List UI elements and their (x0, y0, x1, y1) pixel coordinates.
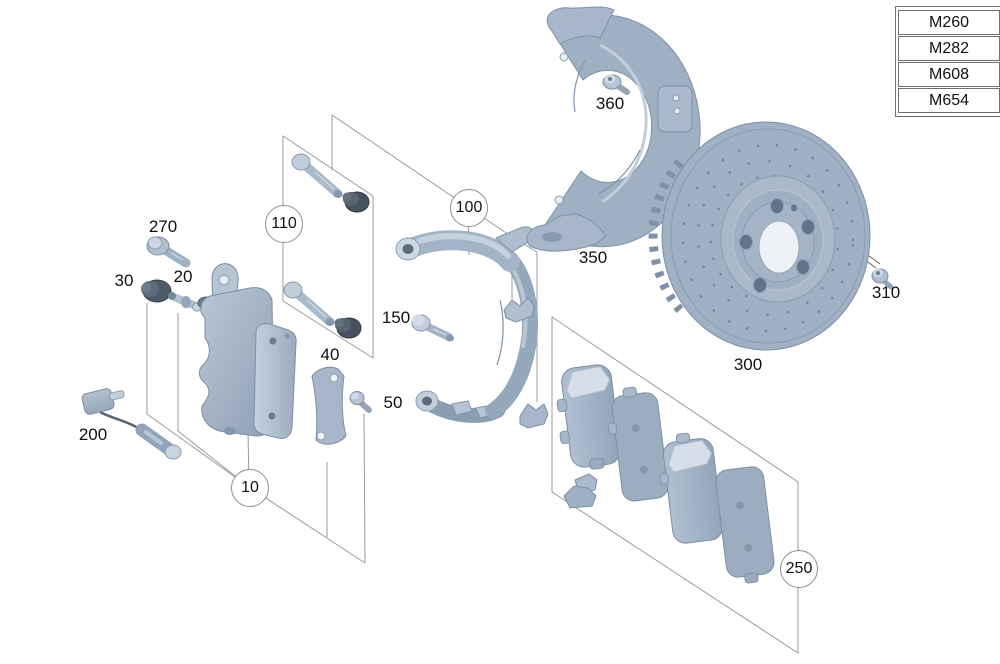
caliper-carrier-part[interactable] (395, 226, 539, 423)
brake-pad-set-part[interactable] (552, 363, 776, 585)
callout-350[interactable]: 350 (578, 248, 608, 267)
callout-circle-110[interactable]: 110 (265, 205, 303, 243)
callout-circle-100[interactable]: 100 (450, 189, 488, 227)
pad-retainer-plate-part[interactable] (311, 366, 347, 445)
caliper-bolt-part[interactable] (146, 236, 191, 268)
disc-locating-screw-part[interactable] (871, 268, 894, 290)
callout-270[interactable]: 270 (148, 217, 178, 236)
legend-cell-m282: M282 (898, 36, 1000, 61)
carrier-bolt-part[interactable] (411, 314, 454, 342)
callout-200[interactable]: 200 (78, 425, 108, 444)
legend-cell-m654: M654 (898, 88, 1000, 113)
brake-disc-part[interactable] (648, 121, 871, 351)
caliper-part[interactable] (197, 263, 297, 439)
callout-20[interactable]: 20 (173, 267, 193, 286)
bleeder-valve-part[interactable] (168, 292, 202, 312)
callout-30[interactable]: 30 (114, 271, 134, 290)
pad-clip-lower-part[interactable] (519, 403, 549, 429)
callout-150[interactable]: 150 (381, 308, 411, 327)
callout-50[interactable]: 50 (383, 393, 403, 412)
callout-circle-250[interactable]: 250 (780, 550, 818, 588)
guide-pin-kit-part[interactable] (283, 153, 370, 339)
pad-clip-upper-part[interactable] (503, 297, 535, 323)
group-box-pad-set (551, 316, 799, 654)
legend-cell-m608: M608 (898, 62, 1000, 87)
group-box-guide-pins (282, 135, 374, 359)
wear-sensor-part[interactable] (81, 388, 182, 460)
bleeder-cap-part[interactable] (141, 279, 172, 303)
callout-circle-10[interactable]: 10 (231, 469, 269, 507)
callout-40[interactable]: 40 (320, 345, 340, 364)
callout-310[interactable]: 310 (871, 283, 901, 302)
retainer-screw-part[interactable] (349, 391, 372, 413)
model-code-legend: M260 M282 M608 M654 (895, 6, 1000, 117)
callout-300[interactable]: 300 (733, 355, 763, 374)
dust-shield-part[interactable] (526, 6, 701, 252)
shield-bolt-part[interactable] (602, 74, 630, 95)
callout-360[interactable]: 360 (595, 94, 625, 113)
legend-cell-m260: M260 (898, 10, 1000, 35)
